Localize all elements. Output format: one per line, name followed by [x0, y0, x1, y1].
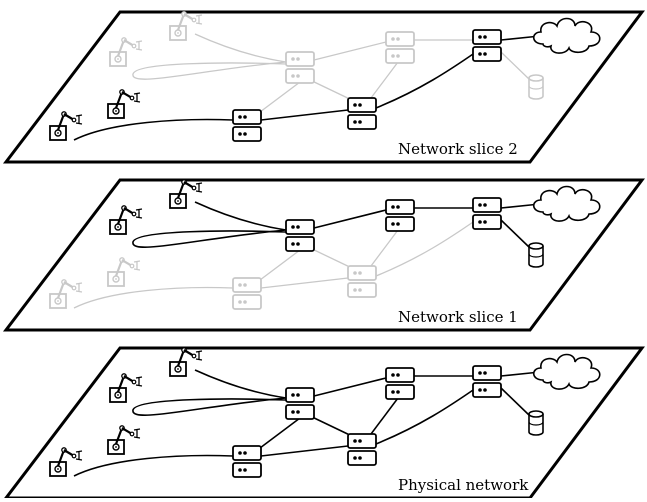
link-r2-s1: [132, 369, 287, 416]
layer-label: Network slice 1: [398, 308, 518, 326]
link-r3-s3: [73, 286, 234, 309]
network-switch-icon: [232, 277, 262, 310]
cloud-icon: [532, 17, 601, 54]
link-s4-s5: [375, 219, 477, 277]
link-s1-s2: [313, 41, 387, 61]
robot-arm-icon: [109, 205, 143, 235]
robot-arm-icon: [109, 373, 143, 403]
network-switch-icon: [472, 365, 502, 398]
layer-slice2: Network slice 2: [2, 10, 645, 164]
robot-arm-icon: [49, 111, 83, 141]
link-s1-s2: [313, 209, 387, 229]
network-switch-icon: [347, 265, 377, 298]
database-icon: [528, 242, 544, 268]
link-s4-s5: [375, 387, 477, 445]
link-s2-s4: [367, 397, 399, 439]
network-switch-icon: [285, 387, 315, 420]
layer-label: Physical network: [398, 476, 529, 494]
network-switch-icon: [285, 51, 315, 84]
link-r3-s3: [73, 118, 234, 141]
network-switch-icon: [385, 199, 415, 232]
cloud-icon: [532, 185, 601, 222]
network-switch-icon: [232, 109, 262, 142]
database-icon: [528, 410, 544, 436]
link-s1-s2: [313, 377, 387, 397]
database-icon: [528, 74, 544, 100]
robot-arm-icon: [107, 425, 141, 455]
link-r2-s1: [132, 33, 287, 80]
link-s1-s3: [259, 249, 301, 281]
link-s5-db: [500, 387, 531, 417]
robot-arm-icon: [107, 89, 141, 119]
network-switch-icon: [347, 97, 377, 130]
link-s3-s4: [260, 109, 349, 121]
layer-label: Network slice 2: [398, 140, 518, 158]
layer-slice1: Network slice 1: [2, 178, 645, 332]
robot-arm-icon: [49, 279, 83, 309]
link-s4-s5: [375, 51, 477, 109]
network-switch-icon: [472, 29, 502, 62]
link-r2-s1: [132, 201, 287, 248]
network-switch-icon: [347, 433, 377, 466]
link-s2-s4: [367, 229, 399, 271]
robot-arm-icon: [107, 257, 141, 287]
robot-arm-icon: [49, 447, 83, 477]
network-switch-icon: [232, 445, 262, 478]
robot-arm-icon: [169, 347, 203, 377]
link-s3-s4: [260, 445, 349, 457]
link-s5-db: [500, 51, 531, 81]
network-switch-icon: [285, 219, 315, 252]
link-s1-s3: [259, 417, 301, 449]
cloud-icon: [532, 353, 601, 390]
link-r3-s3: [73, 454, 234, 477]
robot-arm-icon: [109, 37, 143, 67]
layer-physical: Physical network: [2, 346, 645, 500]
link-s5-db: [500, 219, 531, 249]
robot-arm-icon: [169, 11, 203, 41]
network-switch-icon: [385, 367, 415, 400]
link-s1-s3: [259, 81, 301, 113]
network-switch-icon: [472, 197, 502, 230]
robot-arm-icon: [169, 179, 203, 209]
network-switch-icon: [385, 31, 415, 64]
link-s3-s4: [260, 277, 349, 289]
link-s2-s4: [367, 61, 399, 103]
